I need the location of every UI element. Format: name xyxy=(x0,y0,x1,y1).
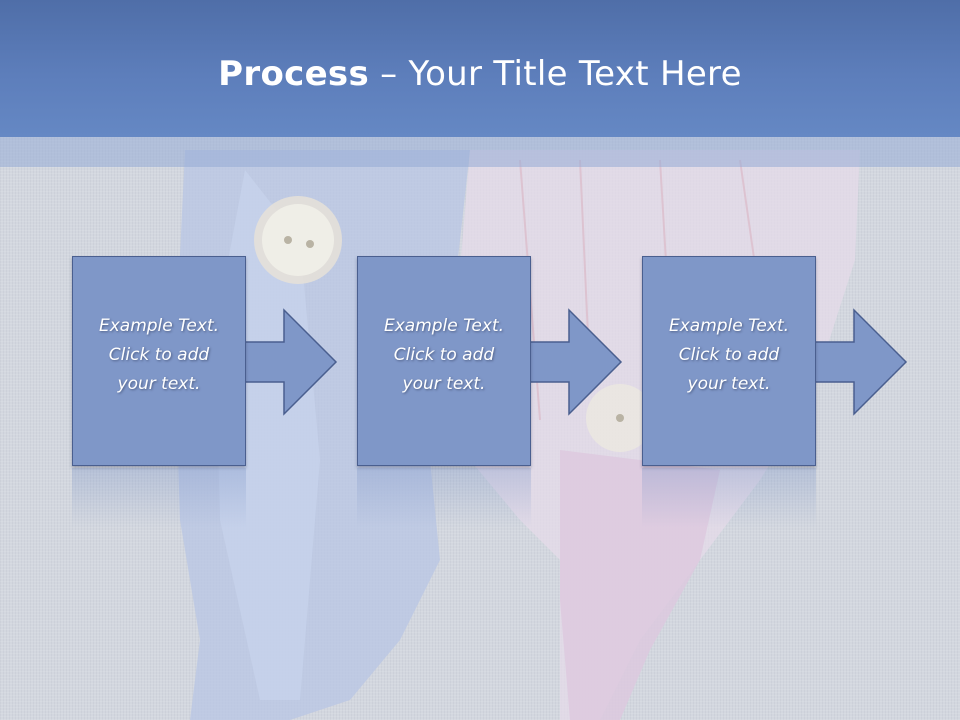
title-bar xyxy=(0,0,960,137)
process-arrow-icon xyxy=(241,308,338,416)
process-arrow-icon xyxy=(811,308,908,416)
process-step-box[interactable] xyxy=(357,256,531,466)
process-step-box[interactable] xyxy=(72,256,246,466)
process-step-box[interactable] xyxy=(642,256,816,466)
process-step-2[interactable]: Example Text. Click to add your text. xyxy=(357,256,627,528)
process-step-text[interactable]: Example Text. Click to add your text. xyxy=(668,316,790,394)
slide-title-bold: Process xyxy=(218,54,370,94)
process-step-1[interactable]: Example Text. Click to add your text. xyxy=(72,256,342,528)
process-step-reflection xyxy=(357,468,531,528)
title-bar-band xyxy=(0,137,960,167)
process-step-reflection xyxy=(642,468,816,528)
slide-title-rest: – Your Title Text Here xyxy=(369,54,742,94)
process-step-text[interactable]: Example Text. Click to add your text. xyxy=(383,316,505,394)
process-step-text[interactable]: Example Text. Click to add your text. xyxy=(98,316,220,394)
process-step-3[interactable]: Example Text. Click to add your text. xyxy=(642,256,912,528)
slide-title[interactable]: Process – Your Title Text Here xyxy=(0,50,960,98)
process-step-reflection xyxy=(72,468,246,528)
process-arrow-icon xyxy=(526,308,623,416)
